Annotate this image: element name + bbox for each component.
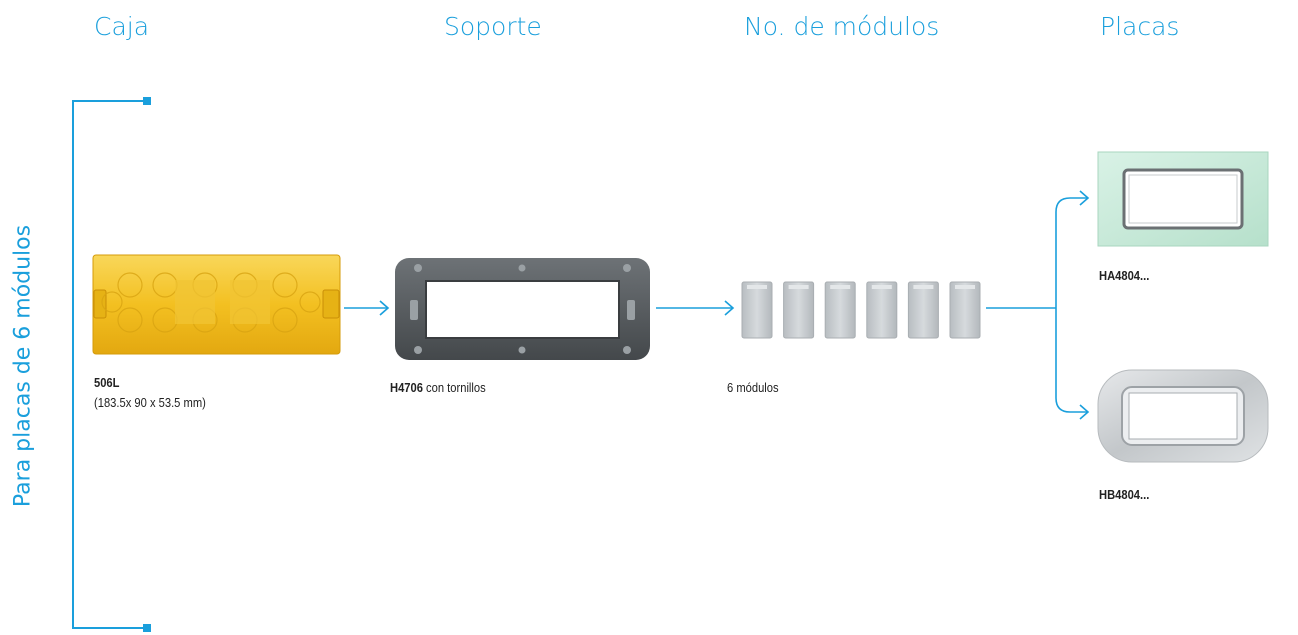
caja-code: 506L [94,375,120,390]
soporte-image [395,258,650,360]
placa-ha-image [1097,151,1269,247]
header-modulos: No. de módulos [744,12,940,41]
module-tile [866,281,898,339]
placa-hb-image [1097,369,1269,463]
soporte-code: H4706 [390,380,423,395]
module-tile [783,281,815,339]
module-tile [907,281,939,339]
module-tile [741,281,773,339]
placa-hb-code: HB4804... [1099,487,1150,502]
bracket-bottom-marker [143,624,151,632]
range-bracket [72,100,148,629]
modulos-image [741,281,981,339]
arrow-caja-soporte [344,300,390,316]
module-highlight [913,285,934,289]
caja-caption: 506L (183.5x 90 x 53.5 mm) [94,373,206,413]
module-highlight [830,285,851,289]
caja-dimensions: (183.5x 90 x 53.5 mm) [94,395,206,410]
module-highlight [871,285,892,289]
soporte-caption: H4706 con tornillos [390,380,486,395]
module-highlight [788,285,809,289]
modulos-caption: 6 módulos [727,380,779,395]
soporte-detail: con tornillos [422,380,486,395]
header-soporte: Soporte [444,12,542,41]
placa-ha-code: HA4804... [1099,268,1150,283]
caja-image [92,254,341,355]
module-tile [824,281,856,339]
arrow-modulos-placas [986,190,1090,420]
arrow-soporte-modulos [656,300,735,316]
header-placas: Placas [1100,12,1180,41]
module-highlight [747,285,767,289]
module-tile [949,281,981,339]
module-highlight [955,285,975,289]
header-caja: Caja [94,12,150,41]
bracket-top-marker [143,97,151,105]
